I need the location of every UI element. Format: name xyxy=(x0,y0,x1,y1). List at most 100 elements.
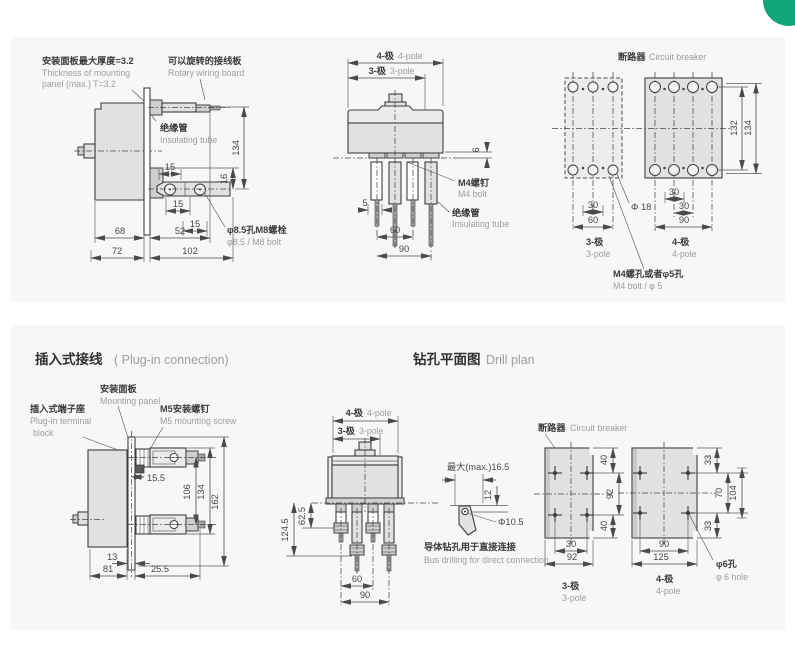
figure-side-view: 安装面板最大厚度=3.2 Thickness of mounting panel… xyxy=(42,55,287,262)
label-terminal-block-zh: 插入式端子座 xyxy=(30,403,85,414)
section-title-drill-en: Drill plan xyxy=(486,353,535,367)
label-mounting-panel-zh: 安装面板 xyxy=(100,383,138,394)
dim-15-5: 15.5 xyxy=(147,473,165,483)
dim-134: 134 xyxy=(743,120,753,136)
label-3pole-en: 3-pole xyxy=(390,66,415,76)
dim-33b: 33 xyxy=(703,521,713,531)
mounting-panel xyxy=(143,87,151,236)
label-mounting-panel-en: Mounting panel xyxy=(100,396,160,406)
label-3pole-zh: 3-极 xyxy=(562,580,580,591)
label-panel-thickness-zh: 安装面板最大厚度=3.2 xyxy=(42,55,134,66)
dim-5: 5 xyxy=(362,198,367,208)
dim-12: 12 xyxy=(483,490,493,500)
section-title-plugin-en: ( Plug-in connection) xyxy=(114,353,229,367)
dim-16: 16 xyxy=(219,174,229,184)
label-4pole-en: 4-pole xyxy=(367,408,392,418)
label-tube-zh: 绝缘管 xyxy=(452,207,480,218)
dim-13: 13 xyxy=(107,552,117,562)
label-m4-hole-zh: M4螺孔或者φ5孔 xyxy=(613,268,684,279)
label-3pole-zh: 3-极 xyxy=(369,65,387,76)
label-insulating-tube-en: Insulating tube xyxy=(160,135,217,145)
dim-106: 106 xyxy=(182,484,192,500)
dim-62-5: 62.5 xyxy=(297,507,307,525)
dim-104: 104 xyxy=(728,485,738,501)
label-insulating-tube-zh: 绝缘管 xyxy=(160,122,188,133)
label-4pole-zh: 4-极 xyxy=(656,573,674,584)
label-phi6-hole-en: φ 6 hole xyxy=(716,572,748,582)
figure-front-view: 4-极 4-pole 3-极 3-pole 6 xyxy=(333,50,509,260)
3pole-holes xyxy=(548,466,594,522)
label-panel-thickness-en1: Thickness of mounting xyxy=(42,68,130,78)
3pole-outline xyxy=(564,77,623,179)
dim-90: 90 xyxy=(360,590,370,600)
label-4pole-zh: 4-极 xyxy=(672,236,690,247)
dim-15c: 15 xyxy=(190,219,200,229)
figure-plugin-front-view: 4-极 4-pole 3-极 3-pole xyxy=(280,407,438,605)
dim-72: 72 xyxy=(112,246,122,256)
dim-162: 162 xyxy=(210,494,220,510)
dim-125: 125 xyxy=(653,552,669,562)
label-4pole-en: 4-pole xyxy=(398,51,423,61)
title-circuit-breaker-zh: 断路器 xyxy=(538,422,566,433)
figure-drill-plan-bottom: 断路器 Circuit breaker 40 92 40 xyxy=(534,422,748,603)
label-3pole-zh: 3-极 xyxy=(586,236,604,247)
dim-92h: 92 xyxy=(567,552,577,562)
dim-60: 60 xyxy=(390,225,400,235)
title-circuit-breaker-en: Circuit breaker xyxy=(649,52,706,62)
label-4pole-zh: 4-极 xyxy=(346,407,364,418)
dim-92v: 92 xyxy=(605,489,615,499)
label-4pole-zh: 4-极 xyxy=(377,50,395,61)
label-max-16-5: 最大(max.)16.5 xyxy=(447,461,509,472)
dim-p4-90: 90 xyxy=(679,215,689,225)
label-m8-bolt-zh: φ8.5孔M8螺栓 xyxy=(227,224,287,235)
dim-p4-30a: 30 xyxy=(669,187,679,197)
label-phi6-hole-zh: φ6孔 xyxy=(716,558,738,569)
label-3pole-zh: 3-极 xyxy=(338,425,356,436)
dim-68: 68 xyxy=(115,226,125,236)
note-bus-drilling-en: Bus drilling for direct connection xyxy=(424,555,549,565)
section-title-drill-zh: 钻孔平面图 xyxy=(413,351,481,367)
label-m5-screw-zh: M5安装螺钉 xyxy=(160,403,210,414)
breaker-front-body xyxy=(331,464,399,499)
dim-90: 90 xyxy=(399,244,409,254)
dim-124-5: 124.5 xyxy=(280,518,290,541)
dim-134: 134 xyxy=(231,140,241,156)
dim-phi18: Φ 18 xyxy=(631,202,651,212)
m5-screw xyxy=(134,464,145,474)
dim-40b: 40 xyxy=(599,521,609,531)
title-circuit-breaker-en: Circuit breaker xyxy=(570,423,627,433)
dim-132: 132 xyxy=(729,120,739,136)
dim-81: 81 xyxy=(103,564,113,574)
dim-phi10-5: Φ10.5 xyxy=(498,517,524,527)
dim-102: 102 xyxy=(182,246,198,256)
dim-70: 70 xyxy=(714,488,724,498)
dim-p4-30b: 30 xyxy=(679,201,689,211)
label-terminal-block-en1: Plug-in terminal xyxy=(30,416,91,426)
dim-p3-60: 60 xyxy=(588,215,598,225)
breaker-body xyxy=(87,449,128,548)
label-4pole-en: 4-pole xyxy=(672,249,697,259)
figure-drill-plan-top: 断路器 Circuit breaker 132 xyxy=(552,51,762,291)
breaker-front-body xyxy=(347,122,444,154)
label-panel-thickness-en2: panel (max.) T=3.2 xyxy=(42,79,116,89)
label-terminal-block-en2: block xyxy=(33,428,54,438)
dim-60: 60 xyxy=(352,574,362,584)
label-3pole-en: 3-pole xyxy=(359,426,384,436)
dim-6: 6 xyxy=(471,147,481,152)
label-m4-hole-en: M4 bolt / φ 5 xyxy=(613,281,662,291)
dim-90: 90 xyxy=(659,539,669,549)
label-rotary-board-zh: 可以旋转的接线板 xyxy=(168,55,242,66)
dim-30: 30 xyxy=(566,539,576,549)
label-tube-en: Insulating tube xyxy=(452,219,509,229)
dim-40a: 40 xyxy=(599,455,609,465)
section-title-plugin-zh: 插入式接线 xyxy=(35,351,103,367)
label-m4-bolt-en: M4 bolt xyxy=(458,189,487,199)
dim-33a: 33 xyxy=(703,455,713,465)
dim-15b: 15 xyxy=(173,199,183,209)
label-m4-bolt-zh: M4螺钉 xyxy=(458,177,490,188)
label-m8-bolt-en: φ8.5 / M8 bolt xyxy=(227,237,282,247)
dim-25-5: 25.5 xyxy=(151,564,169,574)
mounting-holes xyxy=(567,81,718,176)
dim-p3-30: 30 xyxy=(588,200,598,210)
